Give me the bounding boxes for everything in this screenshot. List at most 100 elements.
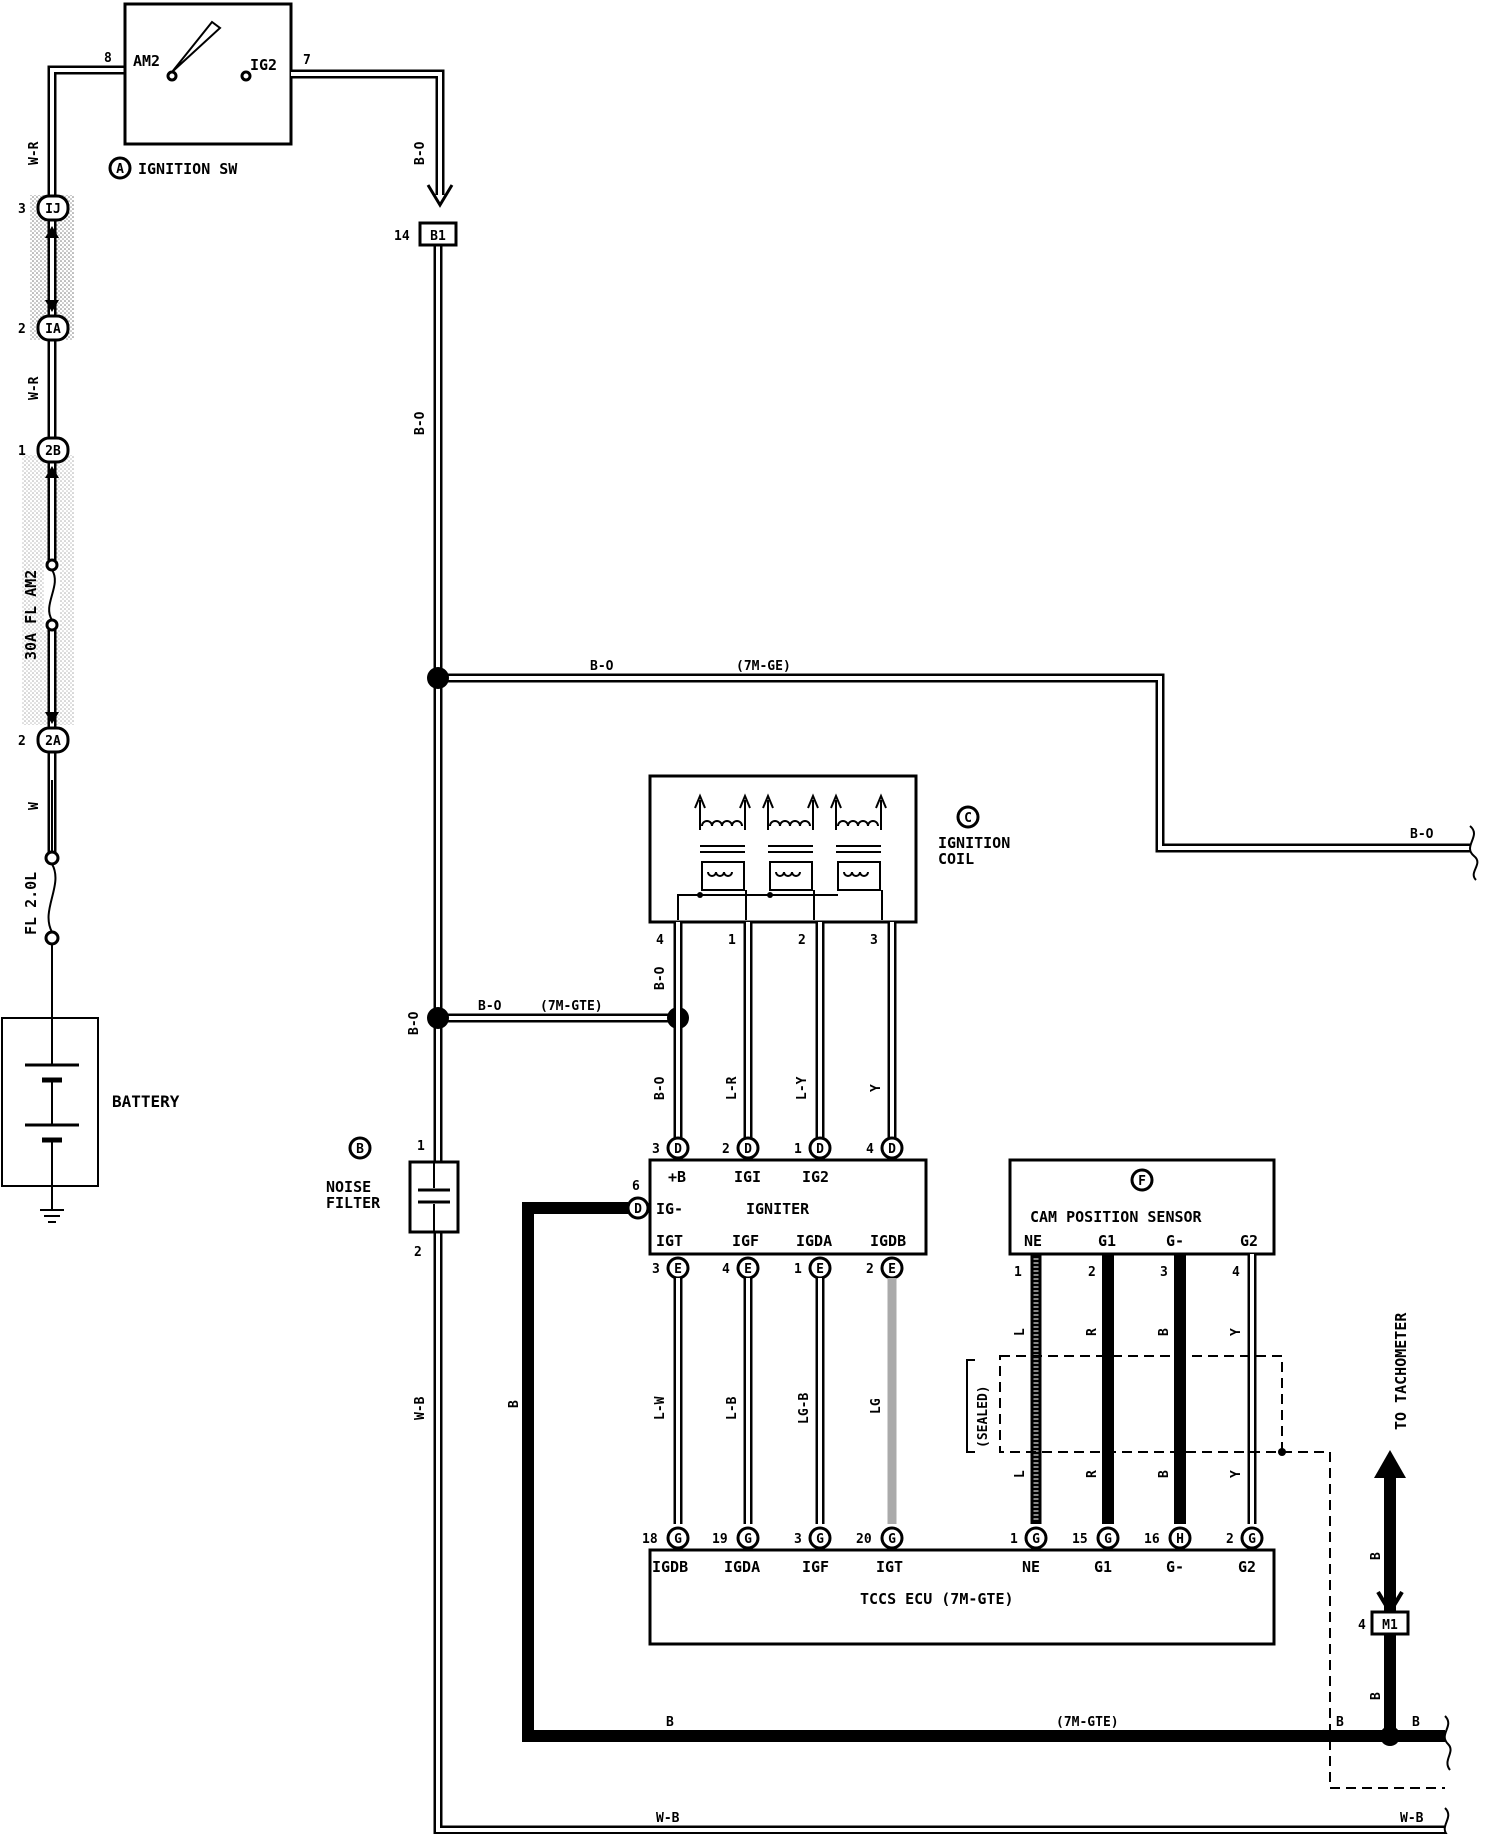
ecu-pin-15: 15 bbox=[1072, 1532, 1088, 1547]
wire-label-l-2: L bbox=[1013, 1470, 1028, 1478]
cam-name: CAM POSITION SENSOR bbox=[1030, 1208, 1203, 1226]
fuse-main-label: FL 2.0L bbox=[22, 872, 40, 935]
wire-label-b-tach-2: B bbox=[1369, 1692, 1384, 1700]
igniter-plus-b: +B bbox=[668, 1168, 686, 1186]
noise-filter-pin1: 1 bbox=[417, 1139, 425, 1154]
pin-ia: 2 bbox=[18, 322, 26, 337]
connector-ij-label: IJ bbox=[45, 202, 61, 217]
ign-sw-pin-am2: 8 bbox=[104, 51, 112, 66]
coil-pin-3: 3 bbox=[870, 933, 878, 948]
ign-bot-pin-2: 4 bbox=[722, 1262, 730, 1277]
wire-label-lg: LG bbox=[869, 1398, 884, 1414]
igniter-ecu-wires bbox=[673, 1278, 897, 1524]
igniter: +B IGI IG2 IG- IGNITER IGT IGF IGDA IGDB bbox=[648, 1158, 928, 1256]
wire-label-b-o-ge: B-O bbox=[590, 659, 614, 674]
igniter-bottom-connectors: E E E E 3 4 1 2 bbox=[652, 1256, 904, 1280]
wire-label-l-1: L bbox=[1013, 1328, 1028, 1336]
ign-sw-ig2: IG2 bbox=[250, 56, 277, 74]
coil-name1: IGNITION bbox=[938, 834, 1010, 852]
wire-label-b-cam-1: B bbox=[1157, 1328, 1172, 1336]
cam-letter: F bbox=[1138, 1174, 1146, 1189]
conn-e-4: E bbox=[888, 1262, 896, 1277]
igniter-igt: IGT bbox=[656, 1232, 683, 1250]
ecu-pin-20: 20 bbox=[856, 1532, 872, 1547]
cam-gm: G- bbox=[1166, 1232, 1184, 1250]
connector-ia: IA 2 bbox=[18, 314, 70, 342]
wire-label-w-b-right: W-B bbox=[1400, 1811, 1424, 1826]
wire-label-b-left: B bbox=[507, 1400, 522, 1408]
conn-e-1: E bbox=[674, 1262, 682, 1277]
wire-label-b-o-gte: B-O bbox=[478, 999, 502, 1014]
ecu-pin-19: 19 bbox=[712, 1532, 728, 1547]
ecu-gm: G- bbox=[1166, 1558, 1184, 1576]
wire-label-l-b: L-B bbox=[725, 1396, 740, 1420]
ecu-pin-2: 2 bbox=[1226, 1532, 1234, 1547]
ign-bot-pin-3: 1 bbox=[794, 1262, 802, 1277]
conn-g-7: G bbox=[1248, 1532, 1256, 1547]
igniter-ig2: IG2 bbox=[802, 1168, 829, 1186]
conn-e-3: E bbox=[816, 1262, 824, 1277]
pin-m1: 4 bbox=[1358, 1618, 1366, 1633]
ignition-switch: AM2 IG2 8 7 A IGNITION SW bbox=[104, 2, 311, 180]
ign-side-pin: 6 bbox=[632, 1179, 640, 1194]
ign-top-pin-3: 1 bbox=[794, 1142, 802, 1157]
wire-label-w: W bbox=[27, 802, 42, 810]
wire-label-w-b-bottom: W-B bbox=[656, 1811, 680, 1826]
conn-g-4: G bbox=[888, 1532, 896, 1547]
wire-label-b-o-2: B-O bbox=[413, 411, 428, 435]
sealed-shield: (SEALED) bbox=[966, 1355, 1445, 1789]
igniter-igda: IGDA bbox=[796, 1232, 832, 1250]
ign-sw-pin-ig2: 7 bbox=[303, 53, 311, 68]
ecu-name: TCCS ECU (7M-GTE) bbox=[860, 1590, 1014, 1608]
pin-2b: 1 bbox=[18, 444, 26, 459]
wire-label-b-o-right: B-O bbox=[1410, 827, 1434, 842]
ign-top-pin-2: 2 bbox=[722, 1142, 730, 1157]
conn-d-1: D bbox=[674, 1142, 682, 1157]
igniter-igdb: IGDB bbox=[870, 1232, 906, 1250]
wire-label-r-1: R bbox=[1085, 1328, 1100, 1336]
noise-filter-name1: NOISE bbox=[326, 1178, 371, 1196]
noise-filter-pin2: 2 bbox=[414, 1245, 422, 1260]
cam-ecu-wires bbox=[1030, 1254, 1257, 1524]
conn-e-2: E bbox=[744, 1262, 752, 1277]
ign-top-pin-1: 3 bbox=[652, 1142, 660, 1157]
ecu-pin-1: 1 bbox=[1010, 1532, 1018, 1547]
pin-2a: 2 bbox=[18, 734, 26, 749]
coil-name2: COIL bbox=[938, 850, 974, 868]
noise-filter-letter: B bbox=[356, 1142, 364, 1157]
cam-position-sensor: F CAM POSITION SENSOR NE G1 G- G2 1 2 3 … bbox=[1008, 1158, 1276, 1280]
wire-label-lg-b: LG-B bbox=[797, 1393, 812, 1424]
supply-wire bbox=[47, 65, 125, 930]
wire-7m-ge-branch: B-O (7M-GE) B-O bbox=[427, 659, 1479, 881]
conn-g-6: G bbox=[1104, 1532, 1112, 1547]
cam-ne: NE bbox=[1024, 1232, 1042, 1250]
conn-d-2: D bbox=[744, 1142, 752, 1157]
ecu-pin-16: 16 bbox=[1144, 1532, 1160, 1547]
wire-b-ig-minus: D 6 B B (7M-GTE) B B bbox=[507, 1179, 1420, 1742]
connector-ia-label: IA bbox=[45, 322, 61, 337]
ecu-pin-3: 3 bbox=[794, 1532, 802, 1547]
wire-b-o-main bbox=[291, 69, 1445, 1834]
wire-label-w-r-2: W-R bbox=[27, 376, 42, 400]
ecu-g2: G2 bbox=[1238, 1558, 1256, 1576]
note-7m-gte-2: (7M-GTE) bbox=[1056, 1715, 1119, 1730]
wire-label-ign-b-o: B-O bbox=[653, 1076, 668, 1100]
ign-sw-letter: A bbox=[116, 162, 124, 177]
wire-label-y-cam-2: Y bbox=[1229, 1470, 1244, 1478]
wire-label-b-tach-1: B bbox=[1369, 1552, 1384, 1560]
ignition-coil: C IGNITION COIL bbox=[648, 774, 1010, 924]
ign-sw-am2: AM2 bbox=[133, 52, 160, 70]
ign-top-pin-4: 4 bbox=[866, 1142, 874, 1157]
conn-h: H bbox=[1176, 1532, 1184, 1547]
conn-d-4: D bbox=[888, 1142, 896, 1157]
tccs-ecu: IGDB IGDA IGF IGT NE G1 G- G2 TCCS ECU (… bbox=[648, 1548, 1276, 1646]
connector-2b: 2B 1 bbox=[18, 436, 70, 464]
connector-ij: IJ 3 bbox=[18, 194, 70, 222]
cam-pin-3: 3 bbox=[1160, 1265, 1168, 1280]
ecu-ne: NE bbox=[1022, 1558, 1040, 1576]
wire-label-b-o-1: B-O bbox=[413, 141, 428, 165]
conn-g-3: G bbox=[816, 1532, 824, 1547]
wire-label-b-o-3: B-O bbox=[407, 1011, 422, 1035]
battery: BATTERY bbox=[1, 945, 180, 1223]
